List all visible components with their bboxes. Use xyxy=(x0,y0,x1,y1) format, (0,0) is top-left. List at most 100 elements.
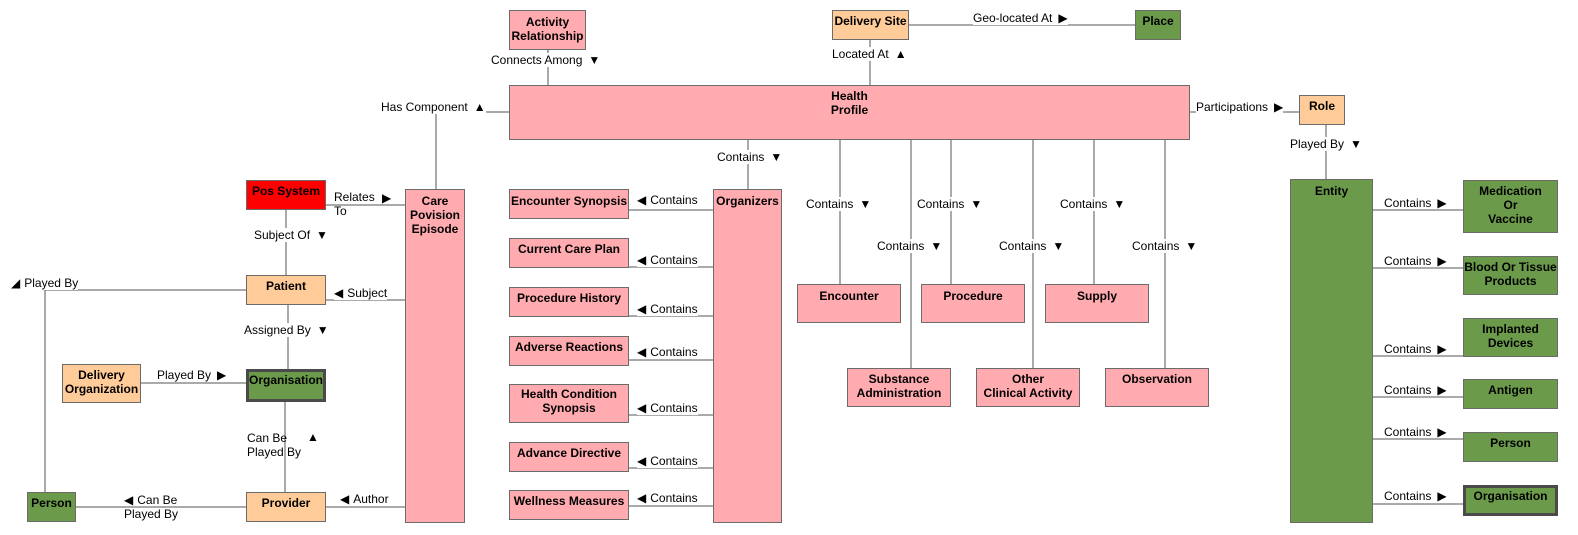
care-provision-episode-node[interactable]: Care Povision Episode xyxy=(405,189,465,523)
person-right-node[interactable]: Person xyxy=(1463,432,1558,462)
arrow-down-icon: ▼ xyxy=(1185,239,1198,253)
patient-node[interactable]: Patient xyxy=(246,275,326,305)
assigned-by-label: Assigned By▼ xyxy=(244,323,329,337)
contains-blood-label: Contains▶ xyxy=(1384,254,1447,268)
role-played-by-label: Played By▼ xyxy=(1290,137,1362,151)
arrow-diagonal-icon: ◢ xyxy=(11,276,21,290)
arrow-left-icon: ◀ xyxy=(637,345,647,359)
observation-node[interactable]: Observation xyxy=(1105,368,1209,407)
arrow-down-icon: ▼ xyxy=(970,197,983,211)
connects-among-label: Connects Among▼ xyxy=(491,53,601,67)
arrow-right-icon: ▶ xyxy=(1437,425,1447,439)
author-label: ◀Author xyxy=(340,492,389,506)
arrow-down-icon: ▼ xyxy=(1113,197,1126,211)
geo-located-at-label: Geo-located At▶ xyxy=(973,11,1068,25)
supply-node[interactable]: Supply xyxy=(1045,284,1149,323)
arrow-right-icon: ▶ xyxy=(1437,342,1447,356)
participations-label: Participations▶ xyxy=(1196,100,1284,114)
arrow-right-icon: ▶ xyxy=(1437,383,1447,397)
relates-to-label: Relates To xyxy=(334,190,375,218)
health-profile-node[interactable]: Health Profile xyxy=(509,85,1190,140)
adverse-reactions-node[interactable]: Adverse Reactions xyxy=(509,336,629,366)
arrow-left-icon: ◀ xyxy=(637,193,647,207)
arrow-down-icon: ▼ xyxy=(930,239,943,253)
substance-administration-node[interactable]: Substance Administration xyxy=(847,368,951,407)
other-clinical-activity-node[interactable]: Other Clinical Activity xyxy=(976,368,1080,407)
arrow-right-icon: ▶ xyxy=(217,368,227,382)
place-node[interactable]: Place xyxy=(1135,10,1181,40)
arrow-right-icon: ▶ xyxy=(1437,489,1447,503)
provider-node[interactable]: Provider xyxy=(246,492,326,522)
has-component-label: Has Component▲ xyxy=(381,100,486,114)
health-condition-synopsis-node[interactable]: Health Condition Synopsis xyxy=(509,384,629,423)
arrow-up-icon: ▲ xyxy=(307,430,319,444)
delivery-site-node[interactable]: Delivery Site xyxy=(832,10,909,40)
contains-current-care-plan-label: ◀Contains xyxy=(637,253,698,267)
entity-node[interactable]: Entity xyxy=(1290,179,1373,523)
contains-observation-label: Contains▼ xyxy=(1132,239,1198,253)
delivery-organization-node[interactable]: Delivery Organization xyxy=(62,364,141,403)
located-at-label: Located At▲ xyxy=(832,47,907,61)
organisation-played-by-label: Played By▶ xyxy=(157,368,227,382)
arrow-up-icon: ▲ xyxy=(894,47,907,61)
contains-organisation-label: Contains▶ xyxy=(1384,489,1447,503)
arrow-right-icon: ▶ xyxy=(1274,100,1284,114)
contains-encounter-label: Contains▼ xyxy=(806,197,872,211)
arrow-down-icon: ▼ xyxy=(859,197,872,211)
activity-relationship-node[interactable]: Activity Relationship xyxy=(509,10,586,50)
arrow-down-icon: ▼ xyxy=(1350,137,1362,151)
contains-supply-label: Contains▼ xyxy=(1060,197,1126,211)
blood-or-tissue-products-node[interactable]: Blood Or Tissue Products xyxy=(1463,256,1558,295)
arrow-left-icon: ◀ xyxy=(637,253,647,267)
contains-encounter-synopsis-label: ◀Contains xyxy=(637,193,698,207)
contains-procedure-label: Contains▼ xyxy=(917,197,983,211)
arrow-down-icon: ▼ xyxy=(588,53,601,67)
procedure-node[interactable]: Procedure xyxy=(921,284,1025,323)
arrow-left-icon: ◀ xyxy=(124,493,134,507)
contains-person-label: Contains▶ xyxy=(1384,425,1447,439)
arrow-right-icon: ▶ xyxy=(1058,11,1068,25)
contains-organizers-label: Contains▼ xyxy=(717,150,783,164)
organisation-left-node[interactable]: Organisation xyxy=(246,369,326,402)
contains-advance-directive-label: ◀Contains xyxy=(637,454,698,468)
wellness-measures-node[interactable]: Wellness Measures xyxy=(509,490,629,520)
contains-implanted-label: Contains▶ xyxy=(1384,342,1447,356)
pos-system-node[interactable]: Pos System xyxy=(246,180,326,210)
role-node[interactable]: Role xyxy=(1299,95,1345,125)
arrow-down-icon: ▼ xyxy=(770,150,783,164)
procedure-history-node[interactable]: Procedure History xyxy=(509,287,629,317)
encounter-node[interactable]: Encounter xyxy=(797,284,901,323)
current-care-plan-node[interactable]: Current Care Plan xyxy=(509,238,629,268)
antigen-node[interactable]: Antigen xyxy=(1463,379,1558,409)
contains-wellness-measures-label: ◀Contains xyxy=(637,491,698,505)
arrow-left-icon: ◀ xyxy=(340,492,350,506)
arrow-left-icon: ◀ xyxy=(334,286,344,300)
subject-label: ◀Subject xyxy=(334,286,388,300)
contains-procedure-history-label: ◀Contains xyxy=(637,302,698,316)
contains-substance-label: Contains▼ xyxy=(877,239,943,253)
contains-medication-label: Contains▶ xyxy=(1384,196,1447,210)
arrow-right-icon: ▶ xyxy=(1437,196,1447,210)
patient-played-by-label: ◢Played By xyxy=(11,276,79,290)
can-be-played-by-mid-label: Can Be Played By xyxy=(247,431,302,459)
contains-health-condition-label: ◀Contains xyxy=(637,401,698,415)
arrow-down-icon: ▼ xyxy=(1052,239,1065,253)
arrow-right-icon: ▶ xyxy=(382,191,392,205)
arrow-down-icon: ▼ xyxy=(316,228,328,242)
contains-other-clinical-label: Contains▼ xyxy=(999,239,1065,253)
subject-of-label: Subject Of▼ xyxy=(254,228,328,242)
arrow-left-icon: ◀ xyxy=(637,401,647,415)
arrow-left-icon: ◀ xyxy=(637,302,647,316)
medication-or-vaccine-node[interactable]: Medication Or Vaccine xyxy=(1463,180,1558,233)
organisation-right-node[interactable]: Organisation xyxy=(1463,485,1558,516)
advance-directive-node[interactable]: Advance Directive xyxy=(509,442,629,472)
arrow-down-icon: ▼ xyxy=(316,323,329,337)
can-be-played-by-bottom-label: ◀Can Be Played By xyxy=(124,493,179,521)
organizers-node[interactable]: Organizers xyxy=(713,189,782,523)
person-left-node[interactable]: Person xyxy=(27,492,76,522)
implanted-devices-node[interactable]: Implanted Devices xyxy=(1463,318,1558,357)
arrow-left-icon: ◀ xyxy=(637,491,647,505)
encounter-synopsis-node[interactable]: Encounter Synopsis xyxy=(509,189,629,219)
contains-adverse-reactions-label: ◀Contains xyxy=(637,345,698,359)
arrow-left-icon: ◀ xyxy=(637,454,647,468)
